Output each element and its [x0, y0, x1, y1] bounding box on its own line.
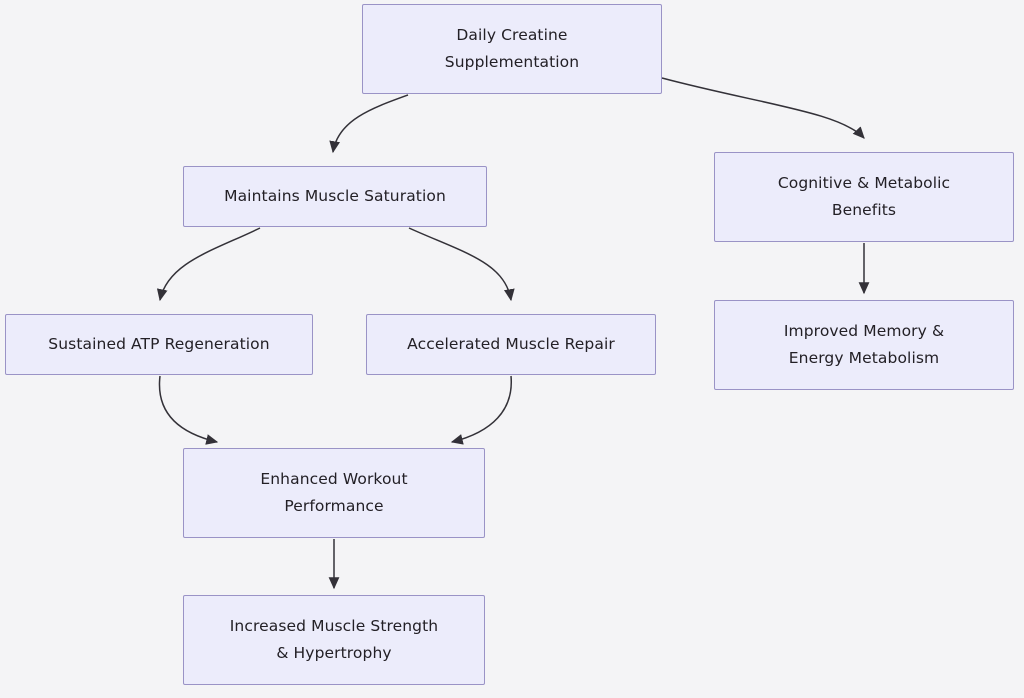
node-daily-creatine-supplementation[interactable]: Daily Creatine Supplementation: [362, 4, 662, 94]
node-label: Maintains Muscle Saturation: [224, 187, 446, 206]
node-label: Daily Creatine Supplementation: [444, 26, 580, 71]
edge-atp-to-workout: [158, 375, 219, 445]
node-increased-muscle-strength-hypertrophy[interactable]: Increased Muscle Strength & Hypertrophy: [183, 595, 485, 685]
node-label: Accelerated Muscle Repair: [407, 335, 615, 354]
node-label: Enhanced Workout Performance: [260, 470, 408, 515]
node-maintains-muscle-saturation[interactable]: Maintains Muscle Saturation: [183, 166, 487, 227]
node-enhanced-workout-performance[interactable]: Enhanced Workout Performance: [183, 448, 485, 538]
node-accelerated-muscle-repair[interactable]: Accelerated Muscle Repair: [366, 314, 656, 375]
node-improved-memory-energy-metabolism[interactable]: Improved Memory & Energy Metabolism: [714, 300, 1014, 390]
node-label: Improved Memory & Energy Metabolism: [783, 322, 945, 367]
node-label: Cognitive & Metabolic Benefits: [777, 174, 951, 219]
node-sustained-atp-regeneration[interactable]: Sustained ATP Regeneration: [5, 314, 313, 375]
node-label: Sustained ATP Regeneration: [48, 335, 270, 354]
edge-root-to-cognitive: [661, 77, 865, 139]
edge-saturation-to-atp: [156, 227, 261, 302]
edge-root-to-saturation: [329, 94, 409, 154]
edge-saturation-to-repair: [408, 227, 515, 302]
node-label: Increased Muscle Strength & Hypertrophy: [229, 617, 439, 662]
edge-repair-to-workout: [450, 375, 512, 445]
node-cognitive-metabolic-benefits[interactable]: Cognitive & Metabolic Benefits: [714, 152, 1014, 242]
